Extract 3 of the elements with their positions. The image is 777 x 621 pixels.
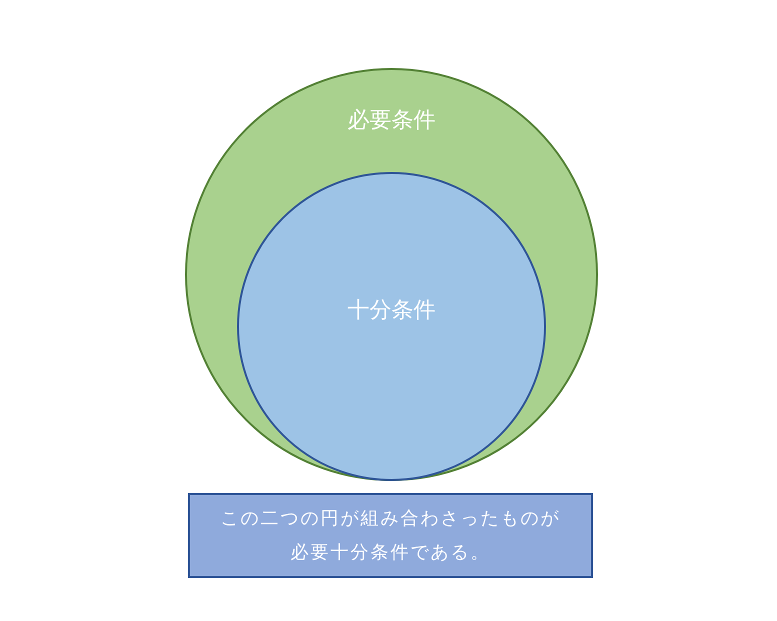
note-box: この二つの円が組み合わさったものが必要十分条件である。 (188, 493, 593, 578)
circle-label: 十分条件 (348, 297, 436, 325)
circle-label: 必要条件 (348, 107, 436, 135)
